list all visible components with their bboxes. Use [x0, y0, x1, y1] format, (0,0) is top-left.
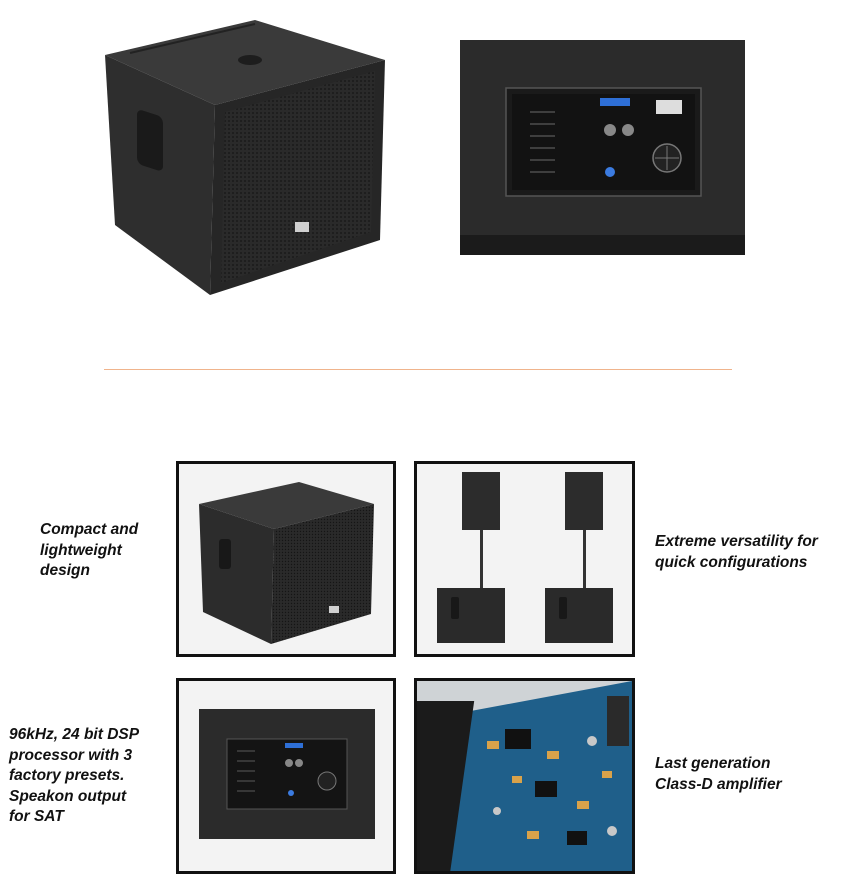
section-divider	[104, 369, 732, 370]
feature-caption-versatility: Extreme versatility for quick configurat…	[655, 533, 818, 571]
feature-image-dsp-panel	[176, 678, 396, 874]
subwoofer-front-photo	[105, 20, 385, 295]
feature-caption-compact: Compact and lightweight design	[40, 521, 139, 579]
feature-caption-amplifier: Last generation Class-D amplifier	[655, 755, 782, 793]
feature-caption-dsp: 96kHz, 24 bit DSP processor with 3 facto…	[9, 726, 140, 825]
subwoofer-rear-photo	[460, 40, 745, 255]
feature-image-amplifier-board	[414, 678, 635, 874]
feature-image-compact	[176, 461, 396, 657]
feature-image-configurations	[414, 461, 635, 657]
